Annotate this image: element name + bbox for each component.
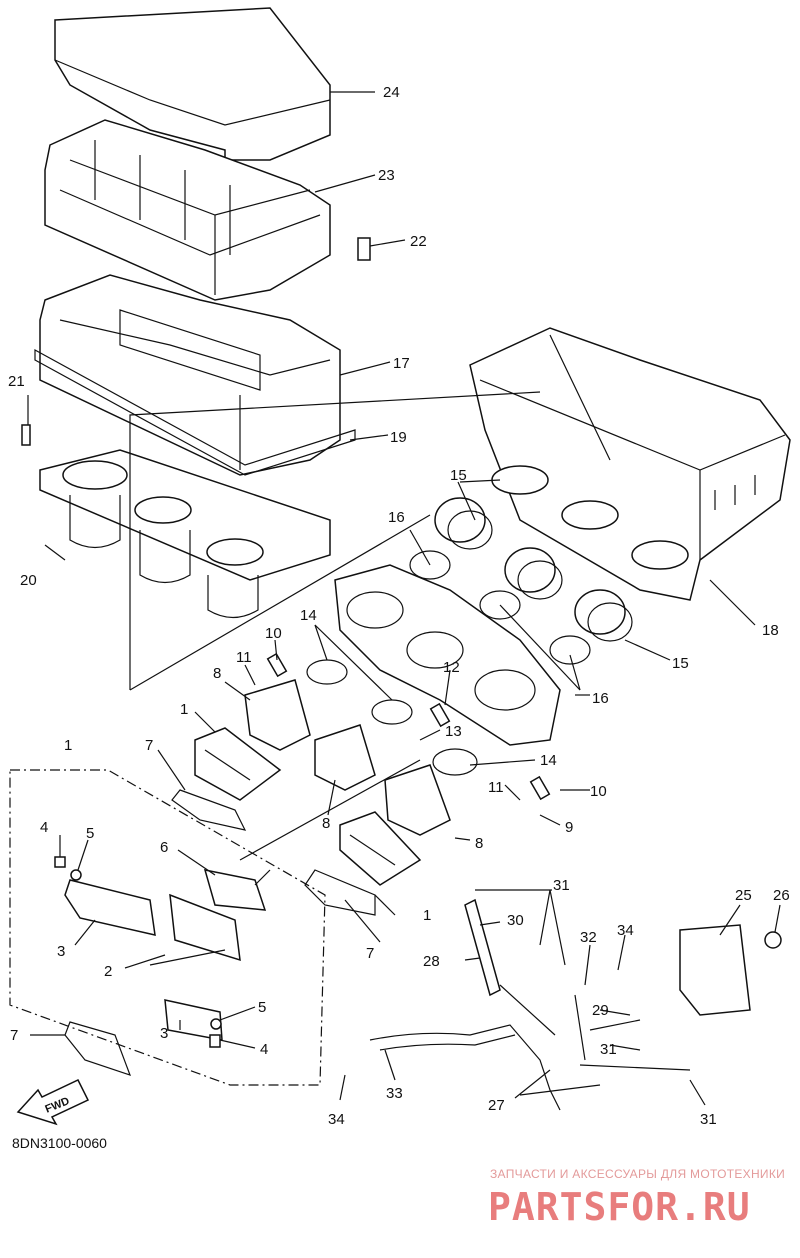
callout-31: 31 <box>700 1111 717 1128</box>
watermark: ЗАПЧАСТИ И АКСЕССУАРЫ ДЛЯ МОТОТЕХНИКИ PA… <box>488 1167 785 1229</box>
callout-12: 12 <box>443 659 460 676</box>
callout-27: 27 <box>488 1097 505 1114</box>
air-box-upper-part <box>39 274 341 476</box>
callout-1: 1 <box>64 737 72 754</box>
callout-19: 19 <box>390 429 407 446</box>
carb-joints-part <box>244 679 451 836</box>
callout-23: 23 <box>378 167 395 184</box>
carburetors-part <box>334 564 561 746</box>
callout-28: 28 <box>423 953 440 970</box>
callout-3: 3 <box>57 943 65 960</box>
exploded-view-boundary <box>9 769 326 1086</box>
callout-22: 22 <box>410 233 427 250</box>
callout-7: 7 <box>366 945 374 962</box>
reed-petals-part <box>64 869 267 1041</box>
callout-10: 10 <box>590 783 607 800</box>
reed-valves-part <box>194 727 422 886</box>
callout-8: 8 <box>475 835 483 852</box>
watermark-tagline: ЗАПЧАСТИ И АКСЕССУАРЫ ДЛЯ МОТОТЕХНИКИ <box>490 1167 785 1181</box>
callout-14: 14 <box>540 752 557 769</box>
callout-15: 15 <box>672 655 689 672</box>
callout-7: 7 <box>145 737 153 754</box>
callout-26: 26 <box>773 887 790 904</box>
callout-11: 11 <box>236 649 252 666</box>
callout-13: 13 <box>445 723 462 740</box>
callout-5: 5 <box>86 825 94 842</box>
callout-3: 3 <box>160 1025 168 1042</box>
callout-10: 10 <box>265 625 282 642</box>
callout-16: 16 <box>592 690 609 707</box>
callout-14: 14 <box>300 607 317 624</box>
diagram-code: 8DN3100-0060 <box>12 1135 107 1151</box>
filter-element-part <box>44 119 331 301</box>
callout-1: 1 <box>180 701 188 718</box>
hose-clamps-part <box>409 550 591 665</box>
intake-boots-part <box>434 497 633 642</box>
callout-8: 8 <box>322 815 330 832</box>
callout-8: 8 <box>213 665 221 682</box>
callout-31: 31 <box>553 877 570 894</box>
callout-labels: 24 23 22 17 21 19 20 15 16 18 15 14 10 1… <box>8 84 790 1128</box>
hoses-and-pump-part <box>369 898 782 1111</box>
callout-18: 18 <box>762 622 779 639</box>
callout-34: 34 <box>328 1111 345 1128</box>
callout-25: 25 <box>735 887 752 904</box>
callout-32: 32 <box>580 929 597 946</box>
callout-24: 24 <box>383 84 400 101</box>
watermark-brand: PARTSFOR.RU <box>488 1185 751 1229</box>
callout-6: 6 <box>160 839 168 856</box>
callout-9: 9 <box>565 819 573 836</box>
callout-4: 4 <box>40 819 48 836</box>
callout-5: 5 <box>258 999 266 1016</box>
callout-21: 21 <box>8 373 25 390</box>
callout-20: 20 <box>20 572 37 589</box>
air-box-lower-part <box>469 327 791 601</box>
callout-16: 16 <box>388 509 405 526</box>
callout-33: 33 <box>386 1085 403 1102</box>
callout-1: 1 <box>423 907 431 924</box>
screws-part <box>21 237 551 1048</box>
callout-31: 31 <box>600 1041 617 1058</box>
gasket-part <box>34 348 356 476</box>
callout-7: 7 <box>10 1027 18 1044</box>
callout-34: 34 <box>617 922 634 939</box>
fwd-arrow-icon: FWD <box>16 1079 90 1126</box>
callout-2: 2 <box>104 963 112 980</box>
callout-29: 29 <box>592 1002 609 1019</box>
callout-17: 17 <box>393 355 410 372</box>
callout-30: 30 <box>507 912 524 929</box>
reed-gaskets-part <box>64 789 376 1076</box>
callout-4: 4 <box>260 1041 268 1058</box>
leader-lines <box>27 91 781 1106</box>
callout-11: 11 <box>488 779 504 796</box>
air-box-base-part <box>39 449 331 619</box>
callout-15: 15 <box>450 467 467 484</box>
